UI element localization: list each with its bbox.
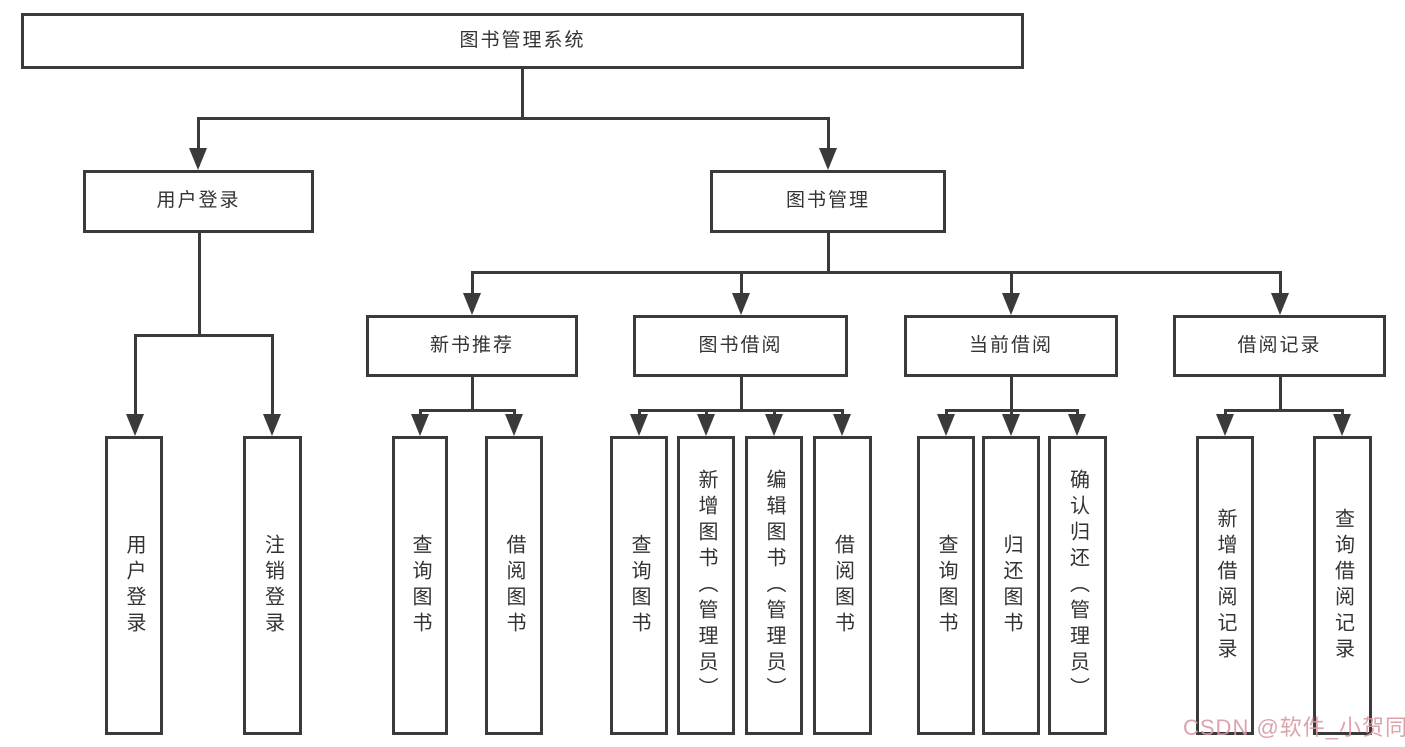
arrowhead-down-icon — [937, 414, 955, 436]
node-leaf-user-login: 用户登录 — [105, 436, 163, 735]
connector-line — [197, 233, 201, 335]
arrowhead-down-icon — [697, 414, 715, 436]
connector-line — [1009, 272, 1013, 311]
node-book-management: 图书管理 — [710, 170, 946, 233]
arrowhead-down-icon — [1216, 414, 1234, 436]
node-leaf-br-add-record: 新增借阅记录 — [1196, 436, 1254, 735]
connector-line — [1223, 408, 1344, 412]
node-leaf-bb-borrow-books: 借阅图书 — [813, 436, 872, 735]
csdn-watermark: CSDN @软件_小贺同学 — [1183, 715, 1405, 740]
arrowhead-down-icon — [1333, 414, 1351, 436]
node-root: 图书管理系统 — [21, 13, 1024, 69]
arrowhead-down-icon — [463, 293, 481, 315]
node-current-borrow: 当前借阅 — [904, 315, 1118, 377]
connector-line — [470, 272, 474, 311]
connector-line — [1278, 272, 1282, 311]
connector-line — [637, 408, 844, 412]
node-book-borrow: 图书借阅 — [633, 315, 848, 377]
arrowhead-down-icon — [189, 148, 207, 170]
arrowhead-down-icon — [411, 414, 429, 436]
connector-line — [196, 118, 200, 166]
node-new-book-recommend: 新书推荐 — [366, 315, 578, 377]
node-leaf-cb-confirm-return: 确认归还（管理员） — [1048, 436, 1107, 735]
connector-line — [470, 270, 1282, 274]
node-borrow-records: 借阅记录 — [1173, 315, 1386, 377]
connector-line — [133, 333, 274, 337]
arrowhead-down-icon — [505, 414, 523, 436]
arrowhead-down-icon — [1271, 293, 1289, 315]
arrowhead-down-icon — [630, 414, 648, 436]
connector-line — [826, 118, 830, 166]
arrowhead-down-icon — [819, 148, 837, 170]
arrowhead-down-icon — [765, 414, 783, 436]
connector-line — [196, 116, 830, 120]
connector-line — [739, 377, 743, 410]
connector-line — [133, 335, 137, 432]
arrowhead-down-icon — [126, 414, 144, 436]
arrowhead-down-icon — [1002, 293, 1020, 315]
arrowhead-down-icon — [1002, 414, 1020, 436]
connector-line — [826, 233, 830, 272]
arrowhead-down-icon — [833, 414, 851, 436]
arrowhead-down-icon — [1068, 414, 1086, 436]
node-user-login: 用户登录 — [83, 170, 314, 233]
node-leaf-bb-add-books: 新增图书（管理员） — [677, 436, 735, 735]
node-leaf-cb-return-books: 归还图书 — [982, 436, 1040, 735]
connector-line — [520, 69, 524, 118]
connector-line — [418, 408, 516, 412]
node-leaf-bb-edit-books: 编辑图书（管理员） — [745, 436, 803, 735]
node-leaf-nbr-query-books: 查询图书 — [392, 436, 448, 735]
connector-line — [270, 335, 274, 432]
node-leaf-nbr-borrow-books: 借阅图书 — [485, 436, 543, 735]
node-leaf-bb-query-books: 查询图书 — [610, 436, 668, 735]
connector-line — [739, 272, 743, 311]
connector-line — [1278, 377, 1282, 410]
arrowhead-down-icon — [732, 293, 750, 315]
arrowhead-down-icon — [263, 414, 281, 436]
connector-line — [1009, 377, 1013, 410]
node-leaf-logout: 注销登录 — [243, 436, 302, 735]
connector-line — [470, 377, 474, 410]
node-leaf-br-query-record: 查询借阅记录 — [1313, 436, 1372, 735]
node-leaf-cb-query-books: 查询图书 — [917, 436, 975, 735]
